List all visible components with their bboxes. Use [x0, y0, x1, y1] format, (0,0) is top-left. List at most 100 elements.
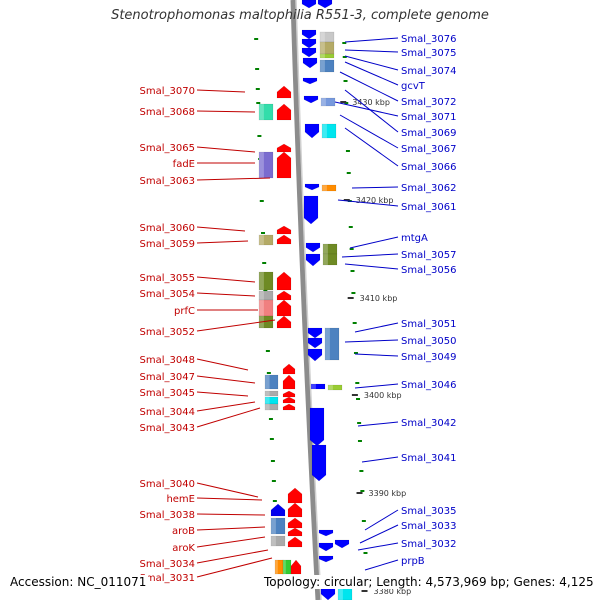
forward-gene[interactable]: [287, 536, 303, 548]
gene-label-right[interactable]: Smal_3062: [401, 183, 456, 194]
forward-gene[interactable]: [282, 374, 296, 390]
forward-gene[interactable]: [276, 85, 292, 99]
reverse-gene[interactable]: [310, 383, 326, 390]
forward-gene[interactable]: [287, 517, 303, 529]
gene-label-right[interactable]: Smal_3072: [401, 97, 456, 108]
gene-label-left[interactable]: Smal_3063: [140, 176, 195, 187]
forward-gene[interactable]: [276, 103, 292, 121]
reverse-gene[interactable]: [319, 31, 335, 43]
gene-label-right[interactable]: prpB: [401, 556, 425, 567]
gene-label-left[interactable]: Smal_3052: [140, 327, 195, 338]
reverse-gene[interactable]: [307, 327, 323, 339]
reverse-gene[interactable]: [305, 253, 321, 267]
forward-gene[interactable]: [276, 143, 292, 153]
gene-label-left[interactable]: Smal_3031: [140, 573, 195, 584]
gene-label-left[interactable]: aroB: [172, 526, 195, 537]
gene-label-left[interactable]: fadE: [173, 159, 195, 170]
forward-gene[interactable]: [264, 396, 279, 405]
gene-label-left[interactable]: Smal_3034: [140, 559, 195, 570]
gene-label-right[interactable]: Smal_3057: [401, 250, 456, 261]
gene-label-right[interactable]: Smal_3051: [401, 319, 456, 330]
gene-label-right[interactable]: Smal_3050: [401, 336, 456, 347]
gene-label-left[interactable]: Smal_3055: [140, 273, 195, 284]
forward-gene[interactable]: [287, 487, 303, 504]
gene-label-right[interactable]: Smal_3076: [401, 34, 456, 45]
gene-label-right[interactable]: Smal_3041: [401, 453, 456, 464]
forward-gene[interactable]: [264, 374, 279, 390]
reverse-gene[interactable]: [304, 123, 320, 139]
forward-gene[interactable]: [282, 403, 296, 411]
forward-gene[interactable]: [270, 517, 286, 535]
forward-gene[interactable]: [264, 390, 279, 397]
gene-label-left[interactable]: Smal_3043: [140, 423, 195, 434]
gene-label-left[interactable]: Smal_3045: [140, 388, 195, 399]
reverse-gene[interactable]: [318, 555, 334, 563]
gene-label-right[interactable]: Smal_3032: [401, 539, 456, 550]
gene-label-right[interactable]: Smal_3042: [401, 418, 456, 429]
gene-label-right[interactable]: Smal_3061: [401, 202, 456, 213]
forward-gene[interactable]: [276, 315, 292, 329]
reverse-gene[interactable]: [303, 95, 319, 104]
gene-label-right[interactable]: Smal_3067: [401, 144, 456, 155]
reverse-gene[interactable]: [302, 57, 318, 69]
reverse-gene[interactable]: [317, 0, 333, 9]
gene-label-left[interactable]: Smal_3065: [140, 143, 195, 154]
gene-label-left[interactable]: Smal_3054: [140, 289, 195, 300]
reverse-gene[interactable]: [318, 529, 334, 537]
gene-label-left[interactable]: Smal_3040: [140, 479, 195, 490]
gene-label-right[interactable]: Smal_3075: [401, 48, 456, 59]
forward-gene[interactable]: [276, 299, 292, 317]
forward-gene[interactable]: [276, 225, 292, 235]
reverse-gene[interactable]: [301, 0, 317, 9]
reverse-gene[interactable]: [307, 348, 323, 362]
gene-label-left[interactable]: aroK: [172, 543, 195, 554]
reverse-gene[interactable]: [301, 38, 317, 49]
reverse-gene[interactable]: [324, 327, 340, 361]
reverse-gene[interactable]: [318, 542, 334, 552]
forward-gene[interactable]: [276, 234, 292, 245]
forward-gene[interactable]: [290, 559, 302, 575]
reverse-gene[interactable]: [302, 77, 318, 85]
forward-gene[interactable]: [264, 403, 279, 411]
gene-label-right[interactable]: Smal_3074: [401, 66, 456, 77]
reverse-gene[interactable]: [309, 407, 325, 447]
forward-gene[interactable]: [270, 503, 286, 517]
reverse-gene[interactable]: [301, 47, 317, 58]
gene-label-right[interactable]: gcvT: [401, 81, 426, 92]
gene-label-right[interactable]: Smal_3046: [401, 380, 456, 391]
gene-label-right[interactable]: Smal_3035: [401, 506, 456, 517]
gene-label-left[interactable]: Smal_3068: [140, 107, 195, 118]
reverse-gene[interactable]: [304, 183, 320, 191]
gene-label-right[interactable]: mtgA: [401, 233, 428, 244]
forward-gene[interactable]: [258, 151, 274, 179]
gene-label-left[interactable]: Smal_3048: [140, 355, 195, 366]
reverse-gene[interactable]: [327, 384, 343, 391]
forward-gene[interactable]: [282, 363, 296, 375]
gene-label-right[interactable]: Smal_3069: [401, 128, 456, 139]
reverse-gene[interactable]: [305, 242, 321, 253]
gene-label-right[interactable]: Smal_3049: [401, 352, 456, 363]
reverse-gene[interactable]: [319, 59, 335, 73]
reverse-gene[interactable]: [307, 337, 323, 349]
forward-gene[interactable]: [270, 535, 286, 547]
reverse-gene[interactable]: [321, 123, 337, 139]
forward-gene[interactable]: [276, 151, 292, 179]
gene-label-left[interactable]: Smal_3060: [140, 223, 195, 234]
reverse-gene[interactable]: [322, 243, 338, 255]
reverse-gene[interactable]: [303, 195, 319, 225]
reverse-gene[interactable]: [319, 41, 335, 55]
gene-label-right[interactable]: Smal_3071: [401, 112, 456, 123]
forward-gene[interactable]: [274, 559, 284, 575]
forward-gene[interactable]: [258, 299, 274, 317]
gene-label-left[interactable]: Smal_3059: [140, 239, 195, 250]
forward-gene[interactable]: [287, 502, 303, 518]
gene-label-left[interactable]: prfC: [174, 306, 195, 317]
gene-label-left[interactable]: Smal_3038: [140, 510, 195, 521]
forward-gene[interactable]: [258, 234, 274, 246]
reverse-gene[interactable]: [311, 444, 327, 482]
reverse-gene[interactable]: [320, 97, 336, 107]
reverse-gene[interactable]: [319, 53, 335, 59]
gene-label-right[interactable]: Smal_3033: [401, 521, 456, 532]
reverse-gene[interactable]: [334, 539, 350, 549]
gene-label-left[interactable]: Smal_3047: [140, 372, 195, 383]
